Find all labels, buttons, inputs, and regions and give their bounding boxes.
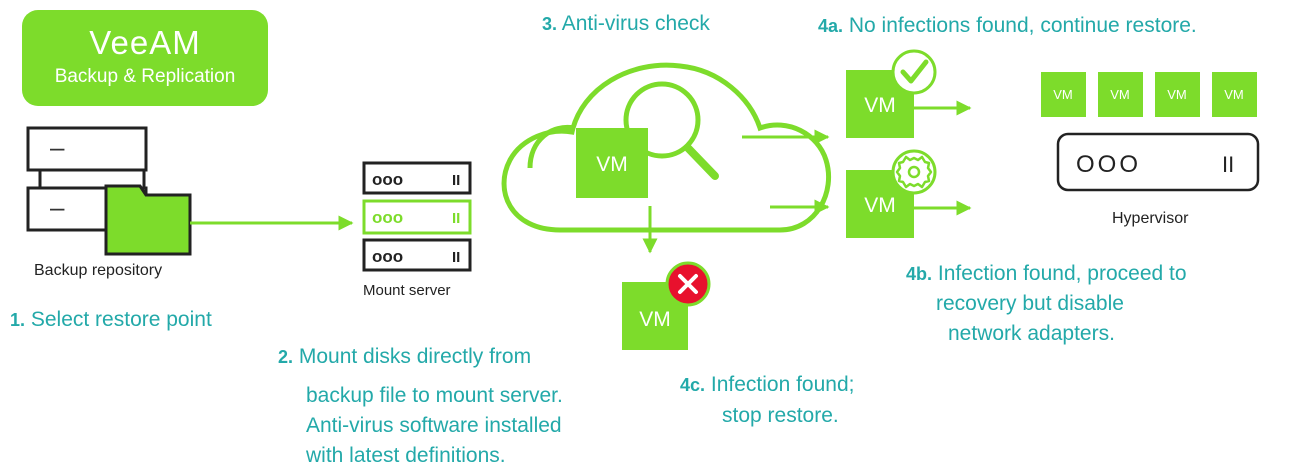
svg-text:–: – (50, 132, 65, 162)
step-3: 3. Anti-virus check (542, 12, 710, 35)
svg-text:ooo: ooo (372, 247, 403, 266)
svg-text:VM: VM (596, 153, 628, 176)
svg-text:–: – (50, 192, 65, 222)
step-4b-line-3: network adapters. (948, 322, 1115, 345)
step-4b-line-2: recovery but disable (936, 292, 1124, 315)
gear-icon (891, 149, 937, 195)
step-1-text: Select restore point (30, 308, 212, 331)
repository-label: Backup repository (34, 262, 163, 279)
step-4c-line-2: stop restore. (722, 404, 839, 427)
vm-stopped: VM (622, 261, 711, 350)
svg-text:OOO: OOO (1076, 151, 1141, 178)
hypervisor-icon: OOO II (1056, 132, 1260, 192)
x-icon (665, 261, 711, 307)
vm-clean: VM (846, 49, 937, 138)
step-1: 1. Select restore point (10, 308, 212, 332)
svg-text:ooo: ooo (372, 170, 403, 189)
check-icon (891, 49, 937, 95)
svg-text:II: II (452, 249, 460, 266)
folder-icon (104, 184, 192, 256)
step-3-number: 3. (542, 14, 558, 34)
vm-network-disabled: VM (846, 149, 937, 238)
vm-in-cloud: VM (576, 128, 648, 198)
step-4a: 4a. No infections found, continue restor… (818, 14, 1197, 37)
step-4a-number: 4a. (818, 16, 844, 36)
step-2-line-4: with latest definitions. (306, 444, 506, 467)
step-4c-number: 4c. (680, 375, 706, 395)
svg-text:ooo: ooo (372, 208, 403, 227)
step-4c-line-1: 4c. Infection found; (680, 373, 855, 396)
step-2-line-2: backup file to mount server. (306, 384, 563, 407)
step-2-line-1: 2. Mount disks directly from (278, 345, 532, 368)
logo-subtitle: Backup & Replication (54, 66, 236, 87)
svg-text:VM: VM (864, 194, 896, 217)
veeam-logo: VeeAM Backup & Replication (22, 10, 268, 106)
logo-name: VeeAM (89, 24, 201, 61)
svg-text:II: II (452, 210, 460, 227)
mount-server-icon: ooo II ooo II ooo II (362, 161, 472, 272)
svg-text:VM: VM (639, 308, 671, 331)
step-4b-number: 4b. (906, 264, 933, 284)
step-2-number: 2. (278, 347, 294, 367)
step-2-line-3: Anti-virus software installed (306, 414, 562, 437)
svg-text:VM: VM (1053, 87, 1073, 102)
svg-text:II: II (1222, 152, 1234, 177)
step-4b-line-1: 4b. Infection found, proceed to (906, 262, 1187, 285)
backup-repository-icon: – – (26, 126, 192, 256)
mount-server-label: Mount server (363, 282, 451, 299)
svg-text:VM: VM (1167, 87, 1187, 102)
svg-text:VM: VM (1224, 87, 1244, 102)
hypervisor-label: Hypervisor (1112, 210, 1189, 227)
step-1-number: 1. (10, 310, 26, 330)
hypervisor-vms: VM VM VM VM (1041, 72, 1257, 117)
svg-text:II: II (452, 172, 460, 189)
svg-text:VM: VM (1110, 87, 1130, 102)
svg-text:VM: VM (864, 94, 896, 117)
